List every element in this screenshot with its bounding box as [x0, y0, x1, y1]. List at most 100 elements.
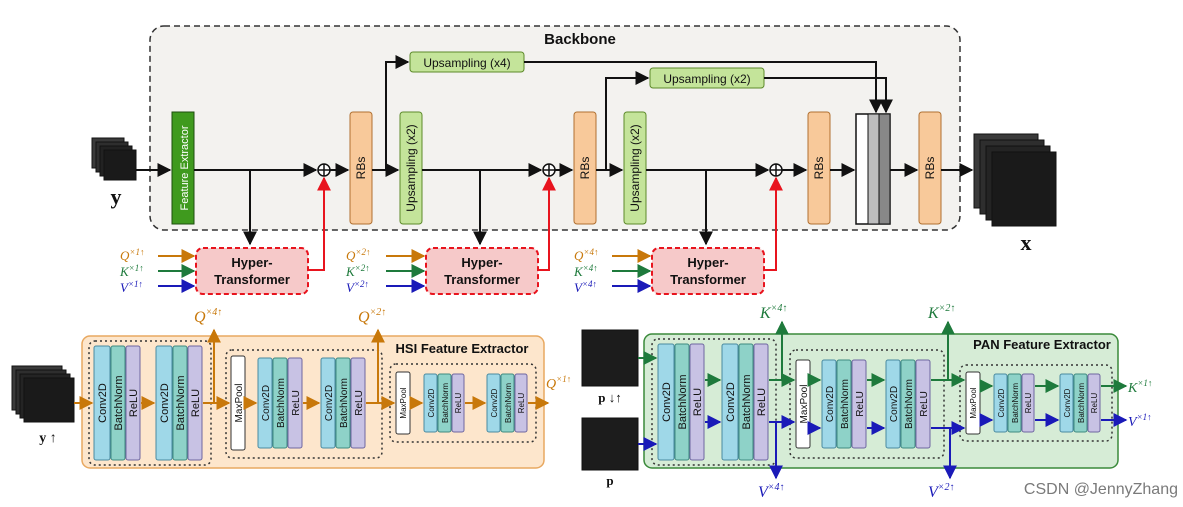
- svg-text:Hyper-: Hyper-: [461, 255, 502, 270]
- hyper-transformer-3: Hyper- Transformer: [651, 247, 765, 295]
- hsi-q1-label: Q×1↑: [546, 374, 571, 392]
- backbone-panel: [149, 25, 961, 231]
- svg-text:ReLU: ReLU: [1090, 393, 1099, 414]
- upsampling-x2-block: Upsampling (x2): [649, 67, 765, 89]
- svg-text:Hyper-: Hyper-: [231, 255, 272, 270]
- svg-text:ReLU: ReLU: [454, 393, 463, 414]
- hsi-title: HSI Feature Extractor: [396, 341, 529, 356]
- sum-node-2: [542, 163, 556, 177]
- svg-text:Q×1↑: Q×1↑: [120, 247, 144, 263]
- svg-text:V×1↑: V×1↑: [120, 279, 143, 295]
- concat-block: [855, 113, 891, 225]
- pan-panel: [643, 333, 1119, 469]
- qkv-inputs-2: Q×2↑ K×2↑ V×2↑: [345, 247, 426, 295]
- svg-text:ReLU: ReLU: [1024, 393, 1033, 414]
- hyper-transformer-outputs: [308, 176, 783, 271]
- hyper-transformer-2: Hyper- Transformer: [425, 247, 539, 295]
- feature-extractor-block: [171, 111, 195, 225]
- svg-text:Conv2D: Conv2D: [1063, 388, 1072, 417]
- input-label-y: y: [111, 184, 122, 209]
- svg-text:RBs: RBs: [578, 157, 592, 180]
- hsi-input-label: y ↑: [39, 431, 57, 446]
- svg-text:BatchNorm: BatchNorm: [113, 375, 125, 430]
- pan-group-3: [959, 364, 1113, 442]
- svg-text:Conv2D: Conv2D: [97, 383, 109, 423]
- svg-text:BatchNorm: BatchNorm: [339, 378, 350, 428]
- pan-down-input-image: [581, 329, 639, 387]
- svg-text:RBs: RBs: [923, 157, 937, 180]
- sum-node-3: [769, 163, 783, 177]
- upsampling-x2-vertical-2: Upsampling (x2): [623, 111, 647, 225]
- output-label-x: x: [1021, 230, 1032, 255]
- svg-text:ReLU: ReLU: [517, 393, 526, 414]
- upsampling-x4-block: Upsampling (x4): [409, 51, 525, 73]
- svg-text:BatchNorm: BatchNorm: [1011, 383, 1020, 423]
- svg-text:BatchNorm: BatchNorm: [441, 383, 450, 423]
- svg-text:Conv2D: Conv2D: [427, 388, 436, 417]
- svg-text:Transformer: Transformer: [444, 272, 520, 287]
- svg-text:V×2↑: V×2↑: [346, 279, 369, 295]
- pan-title: PAN Feature Extractor: [973, 337, 1111, 352]
- watermark: CSDN @JennyZhang: [1024, 481, 1178, 498]
- svg-text:ReLU: ReLU: [190, 389, 202, 417]
- svg-text:ReLU: ReLU: [354, 390, 365, 416]
- hsi-connectors: [74, 328, 550, 410]
- svg-text:ReLU: ReLU: [128, 389, 140, 417]
- svg-text:MaxPool: MaxPool: [969, 387, 978, 418]
- pan-group-1-layers: Conv2D BatchNorm ReLU Conv2D BatchNorm R…: [657, 343, 769, 461]
- svg-text:ReLU: ReLU: [692, 388, 704, 416]
- svg-text:BatchNorm: BatchNorm: [840, 379, 851, 429]
- hyper-transformer-1: Hyper- Transformer: [195, 247, 309, 295]
- backbone-title: Backbone: [544, 31, 616, 48]
- pan-input-label: p: [606, 473, 613, 488]
- svg-text:Conv2D: Conv2D: [661, 382, 673, 422]
- output-image-x: [973, 133, 1057, 227]
- svg-text:K×1↑: K×1↑: [119, 263, 144, 279]
- qkv-inputs-1: Q×1↑ K×1↑ V×1↑: [119, 247, 196, 295]
- pan-k2-label: K×2↑: [927, 303, 955, 322]
- pan-k-connectors: [638, 320, 1128, 393]
- pan-v4-label: V×4↑: [758, 482, 785, 501]
- pan-group-2: [789, 349, 945, 459]
- svg-text:BatchNorm: BatchNorm: [677, 374, 689, 429]
- svg-text:Upsampling (x2): Upsampling (x2): [628, 124, 642, 211]
- svg-text:ReLU: ReLU: [756, 388, 768, 416]
- hsi-group-1-layers: Conv2D BatchNorm ReLU Conv2D BatchNorm R…: [93, 345, 203, 461]
- svg-text:Conv2D: Conv2D: [324, 385, 335, 421]
- svg-text:ReLU: ReLU: [855, 391, 866, 417]
- pan-group-2-layers: MaxPool Conv2D BatchNorm ReLU Conv2D Bat…: [795, 359, 931, 449]
- hsi-q4-label: Q×4↑: [194, 307, 222, 326]
- rbs-block-1: RBs: [349, 111, 373, 225]
- svg-text:Hyper-: Hyper-: [687, 255, 728, 270]
- rbs-block-2: RBs: [573, 111, 597, 225]
- svg-text:Conv2D: Conv2D: [261, 385, 272, 421]
- pan-down-input-label: p ↓↑: [598, 390, 621, 405]
- svg-text:Transformer: Transformer: [670, 272, 746, 287]
- svg-text:Transformer: Transformer: [214, 272, 290, 287]
- svg-text:Upsampling (x4): Upsampling (x4): [423, 56, 510, 70]
- svg-text:RBs: RBs: [354, 157, 368, 180]
- hsi-q2-label: Q×2↑: [358, 307, 386, 326]
- svg-text:RBs: RBs: [812, 157, 826, 180]
- svg-text:Conv2D: Conv2D: [490, 388, 499, 417]
- svg-text:Q×2↑: Q×2↑: [346, 247, 370, 263]
- svg-text:K×2↑: K×2↑: [345, 263, 370, 279]
- svg-text:Conv2D: Conv2D: [725, 382, 737, 422]
- hsi-group-2-layers: MaxPool Conv2D BatchNorm ReLU Conv2D Bat…: [230, 355, 366, 451]
- svg-text:MaxPool: MaxPool: [399, 387, 408, 418]
- svg-text:Conv2D: Conv2D: [825, 386, 836, 422]
- qkv-inputs-3: Q×4↑ K×4↑ V×4↑: [573, 247, 652, 295]
- feature-extractor-label: Feature Extractor: [179, 125, 191, 210]
- pan-group-3-layers: MaxPool Conv2D BatchNorm ReLU Conv2D Bat…: [965, 371, 1101, 435]
- svg-text:Conv2D: Conv2D: [159, 383, 171, 423]
- svg-text:Conv2D: Conv2D: [889, 386, 900, 422]
- pan-v-connectors: [638, 413, 1128, 480]
- svg-text:Q×4↑: Q×4↑: [574, 247, 598, 263]
- upsampling-x2-vertical-1: Upsampling (x2): [399, 111, 423, 225]
- pan-v1-label: V×1↑: [1128, 412, 1152, 430]
- pan-input-image: [581, 417, 639, 471]
- svg-text:Upsampling (x2): Upsampling (x2): [404, 124, 418, 211]
- pan-k1-label: K×1↑: [1127, 378, 1152, 396]
- svg-text:V×4↑: V×4↑: [574, 279, 597, 295]
